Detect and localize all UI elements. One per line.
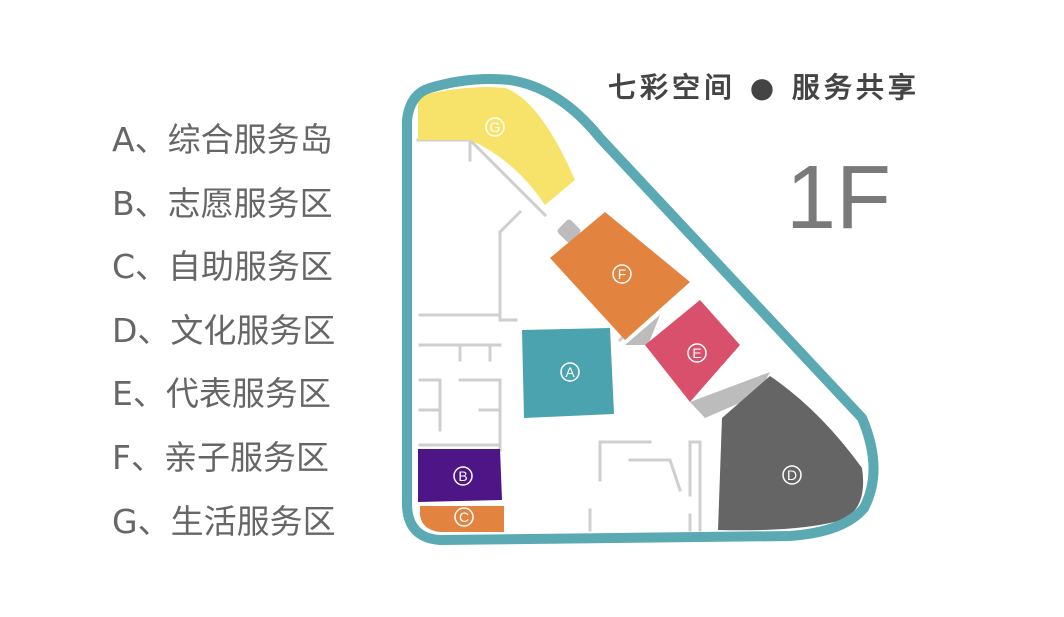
zone-d-letter: D bbox=[787, 467, 797, 483]
zone-e-letter: E bbox=[692, 345, 701, 361]
zone-c-letter: C bbox=[459, 509, 469, 525]
zone-a-area bbox=[522, 328, 614, 418]
legend-item-f: F、亲子服务区 bbox=[112, 437, 329, 477]
zone-b-area bbox=[418, 449, 502, 502]
legend-item-c: C、自助服务区 bbox=[112, 247, 334, 287]
zone-e-area bbox=[645, 300, 740, 402]
legend-item-a: A、综合服务岛 bbox=[112, 120, 333, 159]
legend-item-g: G、生活服务区 bbox=[112, 501, 336, 541]
legend-item-e: E、代表服务区 bbox=[112, 374, 331, 414]
zone-legend: A、综合服务岛 B、志愿服务区 C、自助服务区 D、文化服务区 E、代表服务区 … bbox=[112, 118, 336, 563]
brand-title: 七彩空间 ● 服务共享 bbox=[608, 71, 920, 104]
zone-a-marker: A bbox=[560, 362, 580, 382]
stair-blocks bbox=[557, 219, 770, 418]
zone-b-letter: B bbox=[458, 468, 467, 484]
zone-c-marker: C bbox=[454, 507, 474, 527]
zone-g-area bbox=[418, 87, 575, 205]
legend-item-d: D、文化服务区 bbox=[112, 310, 336, 350]
zone-f-area bbox=[550, 212, 690, 340]
zone-f-marker: F bbox=[612, 264, 632, 284]
legend-item-b: B、志愿服务区 bbox=[112, 183, 333, 223]
zone-c-area bbox=[420, 506, 504, 532]
zone-e-marker: E bbox=[687, 343, 707, 363]
zone-d-area bbox=[718, 376, 864, 531]
zone-f-letter: F bbox=[618, 266, 627, 282]
floor-label: 1F bbox=[786, 148, 892, 248]
building-outline bbox=[402, 74, 879, 545]
zone-g-marker: G bbox=[485, 117, 505, 137]
zone-a-letter: A bbox=[565, 364, 575, 380]
zone-b-marker: B bbox=[453, 466, 473, 486]
zone-g-letter: G bbox=[490, 119, 501, 135]
zone-d-marker: D bbox=[782, 465, 802, 485]
